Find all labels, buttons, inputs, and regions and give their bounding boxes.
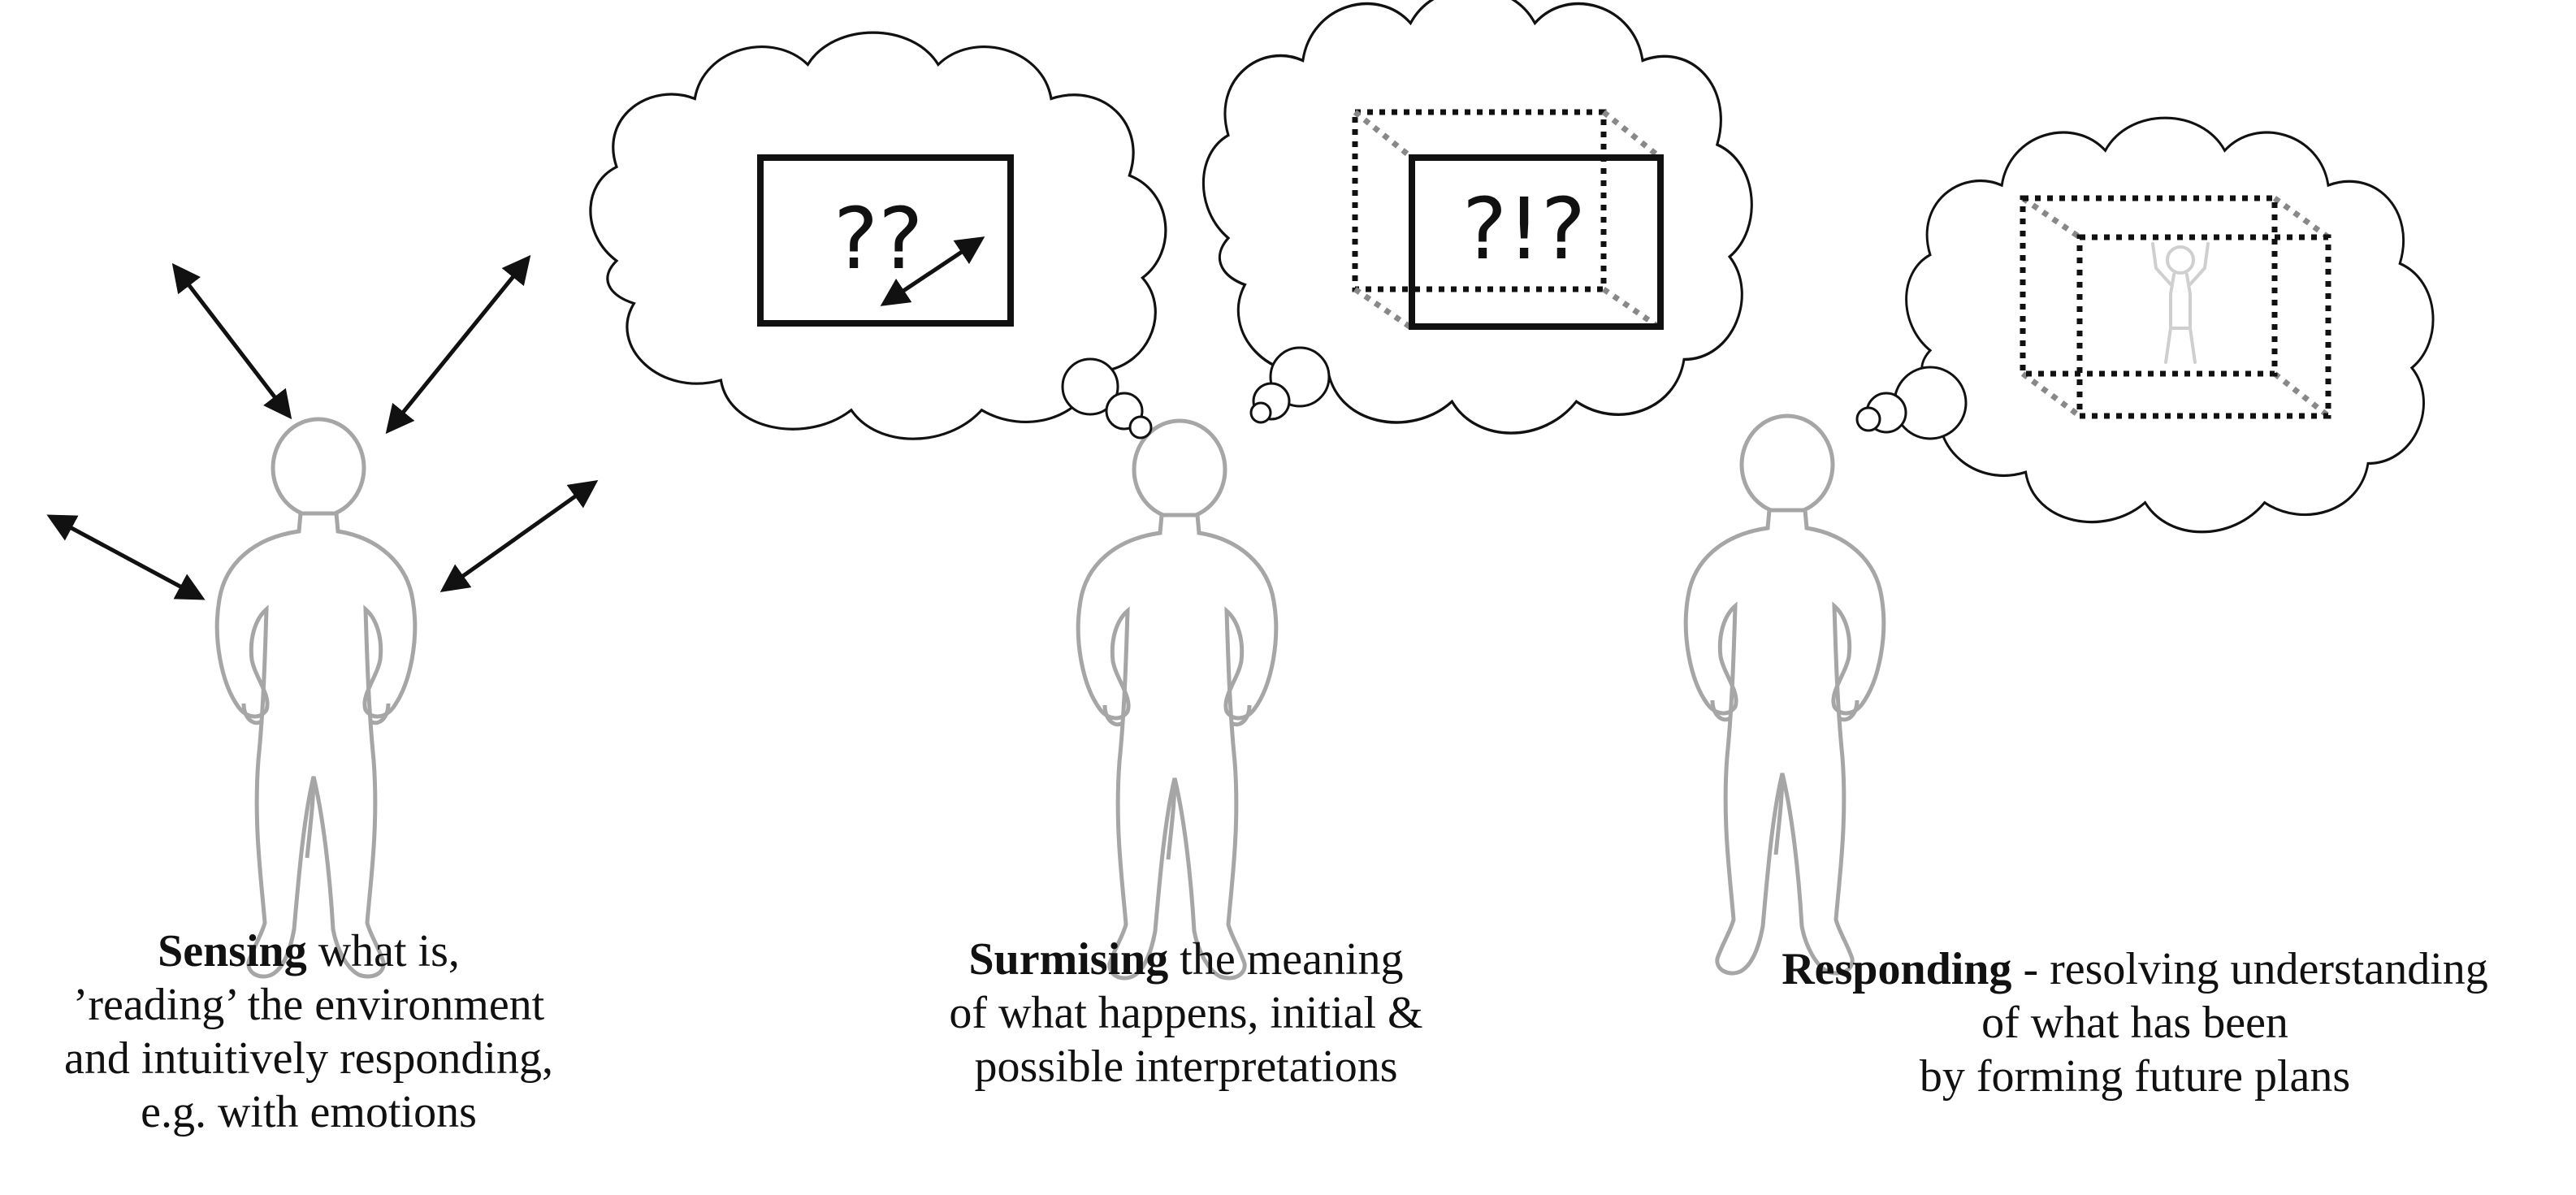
cheering-person-icon bbox=[2151, 242, 2210, 364]
thought-frame bbox=[1409, 154, 1664, 330]
caption-line: Sensing what is, bbox=[16, 924, 601, 978]
caption-text: what is, bbox=[306, 926, 460, 976]
standing-person-icon bbox=[1078, 421, 1275, 978]
caption-keyword: Surmising bbox=[968, 934, 1169, 985]
caption-text: the meaning bbox=[1168, 934, 1404, 985]
surmising-panel: ?? ?!? bbox=[589, 0, 1754, 978]
sensing-panel bbox=[46, 254, 599, 976]
surmising-caption: Surmising the meaning of what happens, i… bbox=[902, 933, 1470, 1093]
thought-mark-exclaim: ?!? bbox=[1462, 180, 1586, 279]
caption-line: Surmising the meaning bbox=[902, 933, 1470, 986]
caption-line: ’reading’ the environment bbox=[72, 980, 545, 1030]
responding-caption: Responding - resolving understanding of … bbox=[1704, 942, 2565, 1103]
standing-person-icon bbox=[1686, 416, 1883, 973]
caption-line: and intuitively responding, bbox=[64, 1033, 553, 1084]
caption-line: of what has been bbox=[1981, 998, 2288, 1048]
thought-cloud-icon bbox=[589, 31, 1167, 440]
thought-cloud-icon bbox=[1201, 0, 1754, 435]
standing-person-icon bbox=[217, 419, 414, 976]
caption-line: e.g. with emotions bbox=[141, 1087, 477, 1137]
double-headed-arrow-icon bbox=[46, 254, 599, 600]
caption-line: possible interpretations bbox=[974, 1041, 1398, 1092]
caption-line: by forming future plans bbox=[1919, 1051, 2351, 1102]
caption-text: - resolving understanding bbox=[2011, 944, 2488, 994]
thought-cloud-icon bbox=[1855, 116, 2435, 534]
responding-panel bbox=[1686, 116, 2435, 973]
dotted-cube-icon bbox=[1352, 109, 1663, 331]
caption-line: of what happens, initial & bbox=[949, 988, 1423, 1038]
double-headed-arrow-icon bbox=[880, 236, 985, 306]
caption-keyword: Responding bbox=[1782, 944, 2012, 994]
thought-mark-question: ?? bbox=[833, 189, 923, 288]
dotted-cube-icon bbox=[2020, 195, 2331, 419]
caption-keyword: Sensing bbox=[158, 926, 307, 976]
sensing-caption: Sensing what is, ’reading’ the environme… bbox=[16, 924, 601, 1139]
caption-line: Responding - resolving understanding bbox=[1704, 942, 2565, 996]
